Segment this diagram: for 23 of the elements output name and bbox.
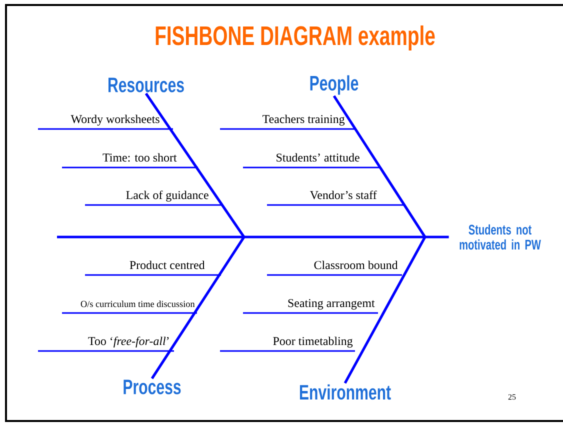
bone-line	[344, 236, 426, 384]
bone-line	[144, 92, 246, 238]
spine-line	[57, 236, 449, 238]
category-label: Process	[124, 380, 181, 394]
cause-label: Wordy worksheets	[70, 114, 160, 126]
cause-label: Seating arrangemt	[288, 299, 375, 310]
category-label: People	[310, 75, 358, 95]
cause-label: Too ‘free-for-all’	[88, 336, 169, 348]
cause-label: Classroom bound	[314, 260, 398, 270]
cause-label: Vendor’s staff	[310, 190, 377, 200]
effect-label: Students not motivated in PW	[460, 224, 541, 250]
cause-label: Product centred	[130, 260, 205, 270]
cause-label: O/s curriculum time discussion	[80, 300, 195, 308]
cause-label: Students’ attitude	[276, 153, 360, 162]
cause-label: Time: too short	[102, 153, 177, 162]
bone-line	[150, 236, 246, 380]
title: FISHBONE DIAGRAM example	[156, 25, 435, 51]
cause-label: Poor timetabling	[273, 336, 353, 348]
category-label: Resources	[108, 78, 184, 92]
category-label: Environment	[300, 384, 391, 400]
cause-label: Lack of guidance	[126, 190, 208, 202]
cause-label: Teachers training	[262, 114, 345, 126]
bone-line	[332, 95, 426, 238]
